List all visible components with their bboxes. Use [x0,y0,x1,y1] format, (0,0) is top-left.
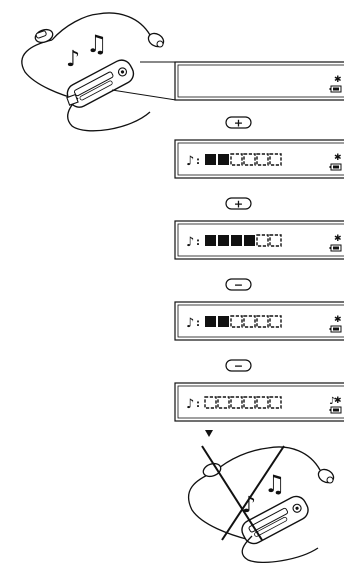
battery-icon [329,163,342,171]
volume-segment-off [230,153,243,166]
battery-icon [329,85,342,93]
svg-text:✱: ✱ [334,153,342,163]
svg-text:♪: ♪ [66,47,80,72]
volume-icon: ♪ [186,235,194,250]
volume-button-label: − [234,360,243,373]
volume-icon: ♪ [186,154,194,169]
svg-text:✱: ✱ [334,234,342,244]
volume-segment-on [231,235,242,246]
volume-segment-off [256,396,269,409]
step-2: + ♪: ✱ [174,197,344,260]
volume-wave-icon: : [196,318,200,329]
svg-text:✱: ✱ [334,315,342,325]
steps-layer: +♪:✱+♪:✱−♪:✱−♪:♪✱ [174,116,344,422]
battery-icon [329,325,342,333]
player-with-earphones-top: ♪ ♫ [21,12,165,132]
volume-button[interactable]: + [225,197,252,211]
volume-segment-off [269,315,282,328]
svg-text:♪: ♪ [329,396,335,407]
step-3: − ♪: ✱ [174,278,344,341]
right-earbud-bottom [317,468,335,484]
callout-line-bottom [111,89,177,101]
volume-segment-on [218,154,229,165]
volume-wave-icon: : [196,237,200,248]
right-earbud [147,32,165,48]
lcd-volume-display: ♪:♪✱ [174,382,344,422]
lcd-volume-display: ♪: ✱ [174,301,344,341]
music-notes-icon: ♪ ♫ [66,30,108,72]
volume-segment-off [256,315,269,328]
bluetooth-icon: ✱ [334,315,342,325]
volume-segment-on [205,316,216,327]
volume-button-label: − [234,279,243,292]
svg-text:✱: ✱ [334,75,342,85]
volume-segment-off [217,396,230,409]
bluetooth-icon: ✱ [334,234,342,244]
svg-text:♫: ♫ [264,470,286,498]
battery-icon [329,406,342,414]
volume-segment-off [269,396,282,409]
volume-segment-on [205,154,216,165]
bluetooth-icon: ✱ [334,75,342,85]
volume-wave-icon: : [196,399,200,410]
volume-segment-off [256,153,269,166]
volume-segment-on [218,235,229,246]
lcd-initial: ✱ [174,61,344,101]
volume-segment-off [230,315,243,328]
volume-segment-off [204,396,217,409]
lcd-volume-display: ♪: ✱ [174,220,344,260]
volume-wave-icon: : [196,156,200,167]
down-triangle-icon [205,430,213,437]
prohibited-cross-icon [201,445,285,541]
volume-button-label: + [234,198,243,211]
player-body-bottom [241,495,309,545]
svg-text:♪: ♪ [242,493,256,518]
player-with-earphones-bottom: ♪ ♫ [187,445,335,563]
step-4: −♪:♪✱ [174,359,344,422]
svg-text:♫: ♫ [86,30,108,58]
volume-button-label: + [234,117,243,130]
left-earbud [34,28,54,44]
volume-button[interactable]: − [225,359,252,373]
svg-text:✱: ✱ [334,396,342,406]
volume-segment-off [243,153,256,166]
volume-button[interactable]: − [225,278,252,292]
volume-segment-on [218,316,229,327]
lcd-volume-display: ♪: ✱ [174,139,344,179]
bluetooth-icon: ✱ [334,153,342,163]
volume-icon: ♪ [186,397,194,412]
volume-segment-off [243,315,256,328]
volume-segment-off [269,234,282,247]
volume-segment-on [244,235,255,246]
step-1: + ♪: ✱ [174,116,344,179]
battery-icon [329,244,342,252]
music-notes-icon-bottom: ♪ ♫ [242,470,286,518]
music-bluetooth-icon: ♪✱ [329,396,342,407]
volume-segment-off [230,396,243,409]
volume-icon: ♪ [186,316,194,331]
volume-segment-on [205,235,216,246]
volume-segment-off [243,396,256,409]
volume-segment-off [269,153,282,166]
volume-segment-off [256,234,269,247]
volume-button[interactable]: + [225,116,252,130]
